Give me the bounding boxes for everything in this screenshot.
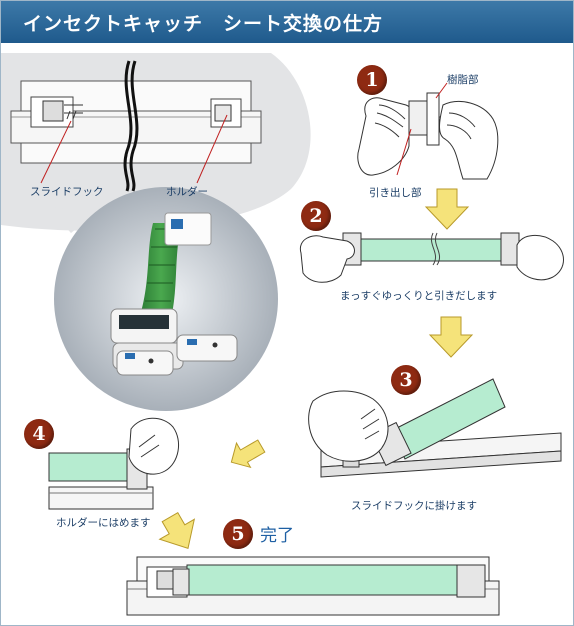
- page-title: インセクトキャッチ シート交換の仕方: [23, 13, 384, 35]
- step-badge-1: 1: [357, 65, 387, 95]
- step-badge-4: 4: [24, 419, 54, 449]
- step-badge-3: 3: [391, 365, 421, 395]
- product-photo: [54, 187, 278, 411]
- step1-illustration: [357, 92, 499, 180]
- left-arrow: [230, 439, 266, 469]
- step2-illustration: [299, 232, 564, 283]
- step5-illustration: [126, 556, 500, 616]
- step2-caption: まっすぐゆっくりと引きだします: [340, 290, 498, 302]
- header-bar: インセクトキャッチ シート交換の仕方: [1, 1, 573, 43]
- step5-caption: 完了: [260, 526, 294, 546]
- holder-label: ホルダー: [166, 186, 208, 198]
- step4-caption: ホルダーにはめます: [56, 517, 151, 529]
- detail-bubble: [1, 53, 311, 233]
- slide-hook-label: スライドフック: [30, 186, 104, 198]
- step-badge-2: 2: [301, 201, 331, 231]
- down-arrow-1: [424, 188, 470, 230]
- down-arrow-3: [158, 511, 196, 549]
- step4-illustration: [48, 417, 180, 510]
- resin-part-label: 樹脂部: [447, 74, 479, 86]
- step-badge-5: 5: [223, 519, 253, 549]
- down-arrow-2: [428, 316, 474, 358]
- pull-tab-label: 引き出し部: [369, 187, 422, 199]
- step3-illustration: [308, 378, 562, 478]
- step3-caption: スライドフックに掛けます: [351, 500, 477, 512]
